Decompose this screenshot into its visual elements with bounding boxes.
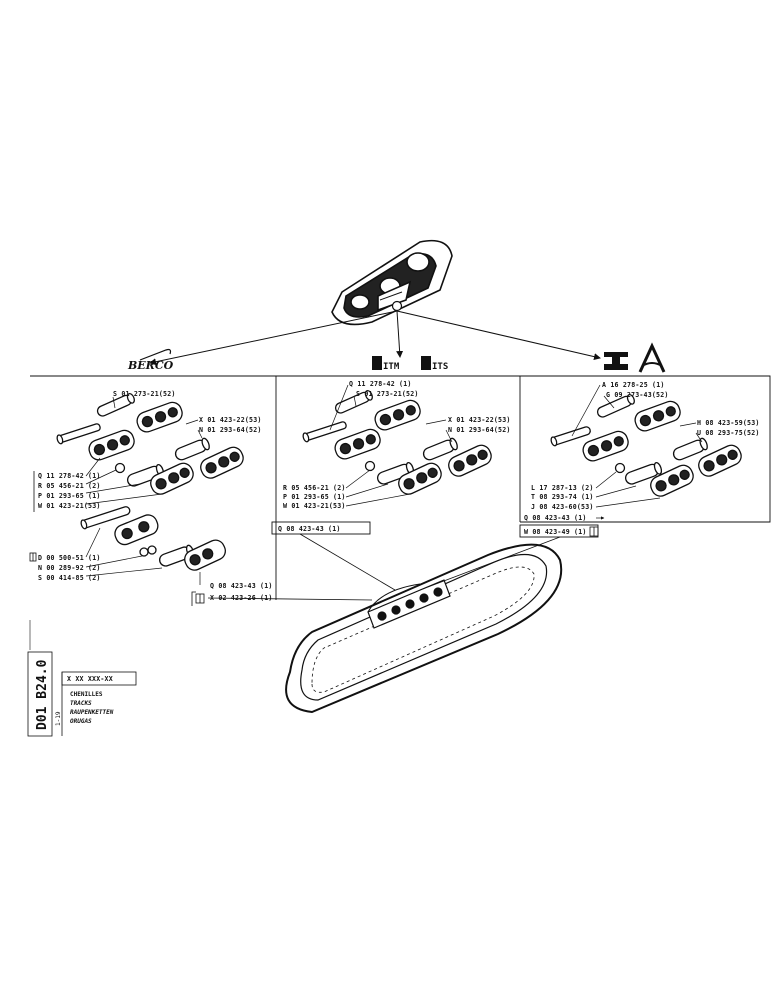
title-block: D01 B24.0 1-19 X XX XXX-XX CHENILLES TRA…	[27, 651, 137, 737]
part-label: N 01 293-64(52)	[448, 426, 511, 434]
panel-left-leaders	[85, 396, 203, 585]
page-number: 1-19	[55, 711, 62, 726]
part-label: U 08 293-75(52)	[697, 429, 760, 437]
part-label: T 08 293-74 (1)	[531, 493, 594, 501]
drawing-code: D01 B24.0	[35, 659, 50, 730]
svg-text:ITS: ITS	[432, 362, 448, 372]
part-label: S 00 414-85 (2)	[38, 574, 101, 582]
panel-right-parts	[550, 393, 742, 497]
svg-text:ITM: ITM	[383, 362, 400, 372]
track-chain-loop	[285, 543, 563, 714]
title-de: RAUPENKETTEN	[70, 709, 114, 716]
distribution-arrows	[149, 310, 601, 366]
brand-its-logo: ITS	[421, 356, 448, 372]
track-connection-leaders	[207, 533, 561, 601]
panel-left-parts	[56, 392, 244, 571]
part-label: X 02 423-26 (1)	[210, 594, 273, 602]
panel-middle-labels: Q 11 278-42 (1) S 01 273-21(52) X 01 423…	[278, 380, 511, 533]
part-label: W 01 423-21(53)	[38, 502, 101, 510]
part-label: J 08 423-60(53)	[531, 503, 594, 511]
panel-right-markers	[589, 526, 599, 537]
part-label: X 01 423-22(53)	[199, 416, 262, 424]
part-label: Q 08 423-43 (1)	[210, 582, 273, 590]
part-label: P 01 293-65 (1)	[38, 492, 101, 500]
part-label: N 01 293-64(52)	[199, 426, 262, 434]
panel-left-markers	[29, 471, 205, 606]
part-label: Q 11 278-42 (1)	[38, 472, 101, 480]
brand-a-logo	[638, 342, 666, 373]
part-label: G 09 273-43(52)	[606, 391, 669, 399]
panel-middle-leaders	[329, 384, 453, 507]
part-label: Q 11 278-42 (1)	[349, 380, 412, 388]
part-label: R 05 456-21 (2)	[283, 484, 346, 492]
brand-i-beam-logo	[604, 352, 628, 370]
panel-right-labels: A 16 278-25 (1) G 09 273-43(52) H 08 423…	[524, 381, 760, 536]
part-label: Q 08 423-43 (1)	[524, 514, 587, 522]
panel-middle-parts	[302, 389, 492, 495]
track-chain-detail	[367, 579, 451, 629]
part-label: L 17 287-13 (2)	[531, 484, 594, 492]
part-label: N 00 289-92 (2)	[38, 564, 101, 572]
brand-itm-logo: ITM	[372, 356, 400, 372]
brand-berco-logo: BERCO	[127, 348, 174, 372]
panel-right-leaders	[571, 384, 703, 520]
part-label: W 08 423-49 (1)	[524, 528, 587, 536]
part-label: Q 08 423-43 (1)	[278, 525, 341, 533]
title-fr: CHENILLES	[70, 691, 103, 698]
top-link-assembly	[331, 239, 453, 326]
part-label: S 01 273-21(52)	[113, 390, 176, 398]
part-label: P 01 293-65 (1)	[283, 493, 346, 501]
part-label: D 00 500-51 (1)	[38, 554, 101, 562]
part-label: R 05 456-21 (2)	[38, 482, 101, 490]
svg-text:BERCO: BERCO	[127, 359, 174, 372]
title-es: ORUGAS	[70, 718, 92, 725]
panel-frames	[30, 375, 771, 600]
part-label: X 01 423-22(53)	[448, 416, 511, 424]
part-label: H 08 423-59(53)	[697, 419, 760, 427]
part-label: A 16 278-25 (1)	[602, 381, 665, 389]
part-label: S 01 273-21(52)	[356, 390, 419, 398]
part-label: W 01 423-21(53)	[283, 502, 346, 510]
title-en: TRACKS	[70, 700, 92, 707]
panel-left-labels: S 01 273-21(52) X 01 423-22(53) N 01 293…	[38, 390, 273, 602]
reference-number: X XX XXX-XX	[67, 675, 113, 683]
